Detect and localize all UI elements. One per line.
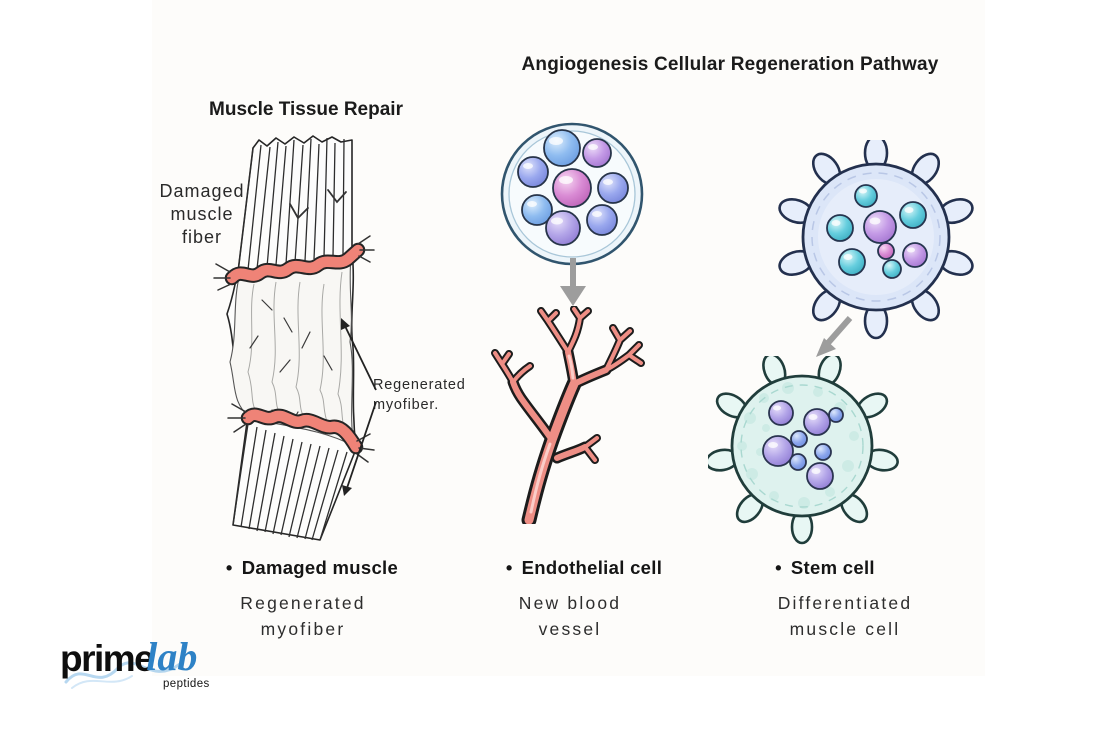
legend-sub-line2: vessel <box>538 619 602 639</box>
regenerated-myofiber-label-line1: Regenerated <box>373 377 466 393</box>
regenerated-myofiber-label: Regenerated myofiber. <box>373 375 513 415</box>
differentiated-cell-illustration <box>708 356 899 545</box>
damaged-fiber-label-line1: Damaged <box>159 181 245 201</box>
stem-cell-illustration <box>778 140 974 340</box>
logo-tagline: peptides <box>163 678 210 690</box>
legend-sub-line2: muscle cell <box>789 619 901 639</box>
muscle-fiber-illustration <box>213 135 375 541</box>
legend-sub-endothelial-cell: New blood vessel <box>445 590 695 642</box>
bullet-icon: • <box>225 557 233 578</box>
page-title: Angiogenesis Cellular Regeneration Pathw… <box>521 54 939 75</box>
down-arrow-icon <box>560 258 586 306</box>
legend-item-damaged-muscle: • Damaged muscle <box>187 557 437 579</box>
blood-vessel-illustration <box>491 306 645 524</box>
logo-prime-text: prime <box>60 638 155 679</box>
legend-title-damaged-muscle: Damaged muscle <box>241 557 399 578</box>
legend-sub-line2: myofiber <box>260 619 346 639</box>
primelab-logo: prime lab peptides <box>60 634 280 704</box>
bullet-icon: • <box>775 557 782 578</box>
logo-script-flourish-icon <box>64 661 182 689</box>
legend-sub-line1: New blood <box>518 593 622 613</box>
legend-sub-line1: Differentiated <box>777 593 913 613</box>
muscle-section-heading: Muscle Tissue Repair <box>209 99 403 120</box>
legend-item-endothelial-cell: • Endothelial cell <box>459 557 709 579</box>
diagonal-down-left-arrow-icon <box>816 316 853 357</box>
legend-title-endothelial-cell: Endothelial cell <box>521 557 663 578</box>
damaged-fiber-label-line3: fiber <box>181 227 222 247</box>
regenerated-myofiber-label-line2: myofiber. <box>373 397 440 413</box>
logo-lab-text: lab <box>146 634 198 679</box>
legend-title-stem-cell: Stem cell <box>790 557 875 578</box>
legend-item-stem-cell: • Stem cell <box>700 557 950 579</box>
legend-sub-stem-cell: Differentiated muscle cell <box>720 590 970 642</box>
damaged-fiber-label-line2: muscle <box>170 204 234 224</box>
legend-sub-damaged-muscle: Regenerated myofiber <box>178 590 428 642</box>
regenerated-pointer-arrows-icon <box>341 318 377 496</box>
endothelial-cell-illustration <box>500 122 644 266</box>
damaged-fiber-label: Damaged muscle fiber <box>138 180 266 249</box>
legend-sub-line1: Regenerated <box>240 593 366 613</box>
bullet-icon: • <box>505 557 513 578</box>
